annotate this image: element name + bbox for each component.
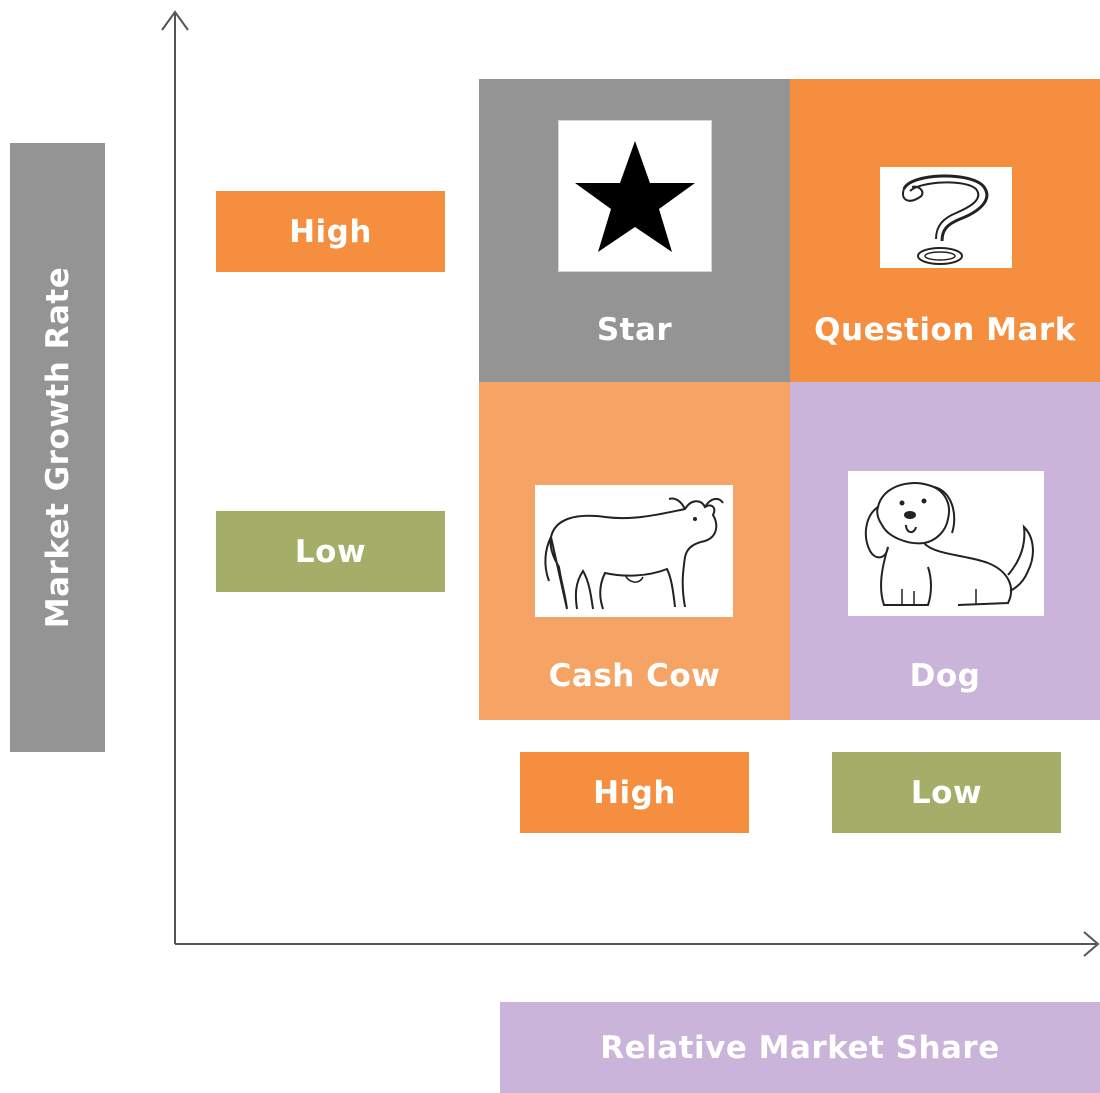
- quadrant-question-mark-label: Question Mark: [814, 312, 1076, 348]
- dog-icon: [848, 471, 1044, 616]
- x-level-low: Low: [832, 752, 1061, 833]
- x-axis-title: Relative Market Share: [500, 1002, 1100, 1093]
- x-axis-arrowhead: [1083, 931, 1100, 957]
- star-icon: [558, 120, 712, 272]
- quadrant-dog: Dog: [790, 382, 1100, 720]
- question-mark-icon: [880, 167, 1012, 268]
- y-axis-title: Market Growth Rate: [39, 266, 76, 629]
- quadrant-star-label: Star: [596, 312, 673, 348]
- y-axis-title-box: Market Growth Rate: [10, 143, 105, 752]
- quadrant-star: Star: [479, 79, 790, 382]
- x-level-high: High: [520, 752, 749, 833]
- y-level-low: Low: [216, 511, 445, 592]
- quadrant-cash-cow-label: Cash Cow: [548, 658, 721, 694]
- quadrant-dog-label: Dog: [909, 658, 981, 694]
- y-level-high: High: [216, 191, 445, 272]
- quadrant-question-mark: Question Mark: [790, 79, 1100, 382]
- quadrant-cash-cow: Cash Cow: [479, 382, 790, 720]
- cow-icon: [535, 485, 733, 617]
- y-axis-arrowhead: [161, 10, 189, 31]
